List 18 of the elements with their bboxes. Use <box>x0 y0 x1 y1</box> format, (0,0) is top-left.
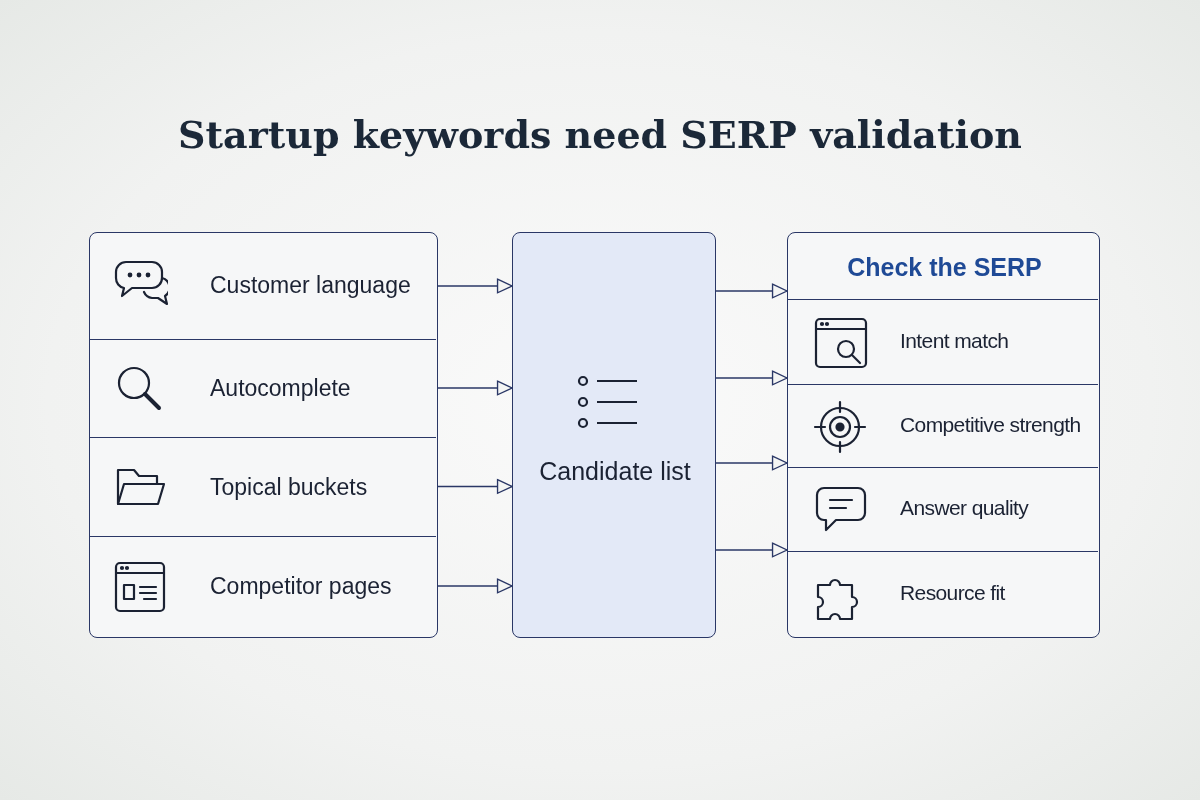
row-label: Topical buckets <box>210 473 368 501</box>
row-label: Customer language <box>210 272 411 299</box>
row-label: Answer quality <box>900 496 1029 520</box>
serp-check-panel <box>787 232 1100 638</box>
row-label: Resource fit <box>900 580 1005 605</box>
source-panel <box>89 232 438 638</box>
arrow <box>715 542 788 558</box>
row-label: Intent match <box>900 328 1009 353</box>
box-label: Candidate list <box>538 457 692 486</box>
arrow <box>715 370 788 386</box>
candidate-list-box <box>512 232 716 638</box>
title: Startup keywords need SERP validation <box>177 112 1023 157</box>
arrow <box>715 455 788 471</box>
arrow <box>715 283 788 299</box>
row-label: Competitor pages <box>210 573 392 600</box>
row-label: Competitive strength <box>900 412 1081 437</box>
row-label: Autocomplete <box>210 375 351 402</box>
panel-heading: Check the SERP <box>846 253 1043 282</box>
